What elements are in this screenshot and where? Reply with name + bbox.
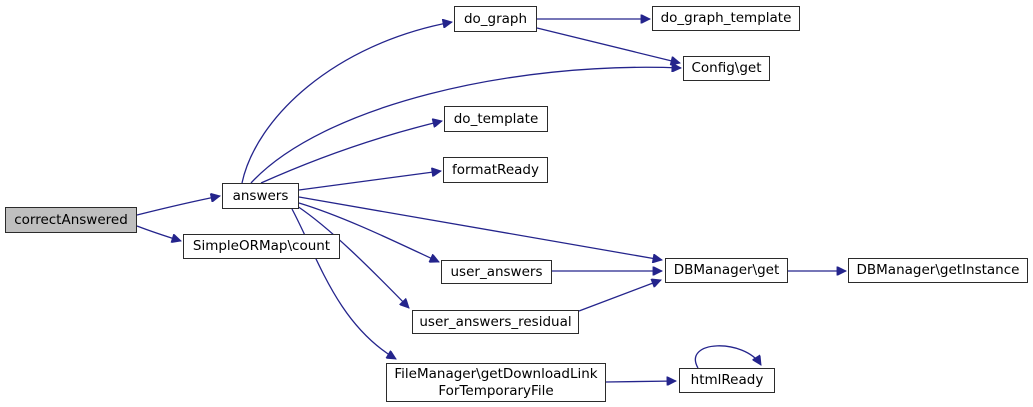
node-do_template[interactable]: do_template	[444, 106, 548, 132]
edge-do_graph-Config-get	[536, 27, 680, 63]
node-label: SimpleORMap\count	[192, 238, 331, 254]
edge-htmlReady-self-loop	[694, 345, 762, 369]
node-label: answers	[232, 187, 289, 204]
node-do_graph[interactable]: do_graph	[454, 6, 537, 32]
edge-answers-do_graph	[241, 22, 452, 184]
node-label: FileManager\getDownloadLink ForTemporary…	[394, 365, 598, 399]
edge-answers-user_answers_residual	[296, 205, 409, 308]
node-label: correctAnswered	[14, 211, 128, 228]
node-do_graph_template[interactable]: do_graph_template	[652, 6, 800, 31]
node-label: do_template	[453, 110, 539, 127]
edge-FileManager-htmlReady	[605, 381, 676, 382]
edge-answers-user_answers	[298, 202, 439, 262]
node-htmlReady[interactable]: htmlReady	[679, 368, 775, 393]
node-label: formatReady	[452, 161, 539, 178]
edge-answers-FileManager-getDownloadLinkForTemporaryFile	[291, 208, 396, 360]
node-answers[interactable]: answers	[222, 183, 299, 209]
node-label: user_answers	[450, 263, 543, 280]
edge-user_answers_residual-DBManager-get	[578, 280, 661, 312]
edge-correctAnswered-answers	[136, 196, 220, 216]
edge-correctAnswered-SimpleORMap-count	[136, 225, 181, 241]
node-DBManager-get[interactable]: DBManager\get	[665, 258, 788, 283]
node-correctAnswered: correctAnswered	[5, 207, 137, 233]
edge-answers-DBManager-get	[298, 196, 662, 260]
node-FileManager-getDownloadLinkForTemporaryFile[interactable]: FileManager\getDownloadLink ForTemporary…	[386, 363, 606, 402]
node-user_answers_residual[interactable]: user_answers_residual	[412, 310, 579, 334]
node-label: DBManager\get	[673, 262, 780, 278]
node-Config-get[interactable]: Config\get	[683, 56, 770, 81]
edge-answers-Config-get	[250, 67, 681, 184]
node-user_answers[interactable]: user_answers	[441, 260, 552, 284]
node-label: DBManager\getInstance	[856, 262, 1020, 278]
node-label: Config\get	[691, 60, 762, 76]
node-DBManager-getInstance[interactable]: DBManager\getInstance	[848, 258, 1028, 283]
node-label: htmlReady	[690, 372, 764, 388]
edge-answers-do_template	[260, 121, 442, 184]
edge-answers-formatReady	[298, 171, 441, 191]
node-label: user_answers_residual	[419, 313, 572, 330]
node-label: do_graph	[463, 10, 528, 27]
node-label: do_graph_template	[660, 10, 792, 26]
node-SimpleORMap-count[interactable]: SimpleORMap\count	[183, 234, 340, 259]
node-formatReady[interactable]: formatReady	[443, 157, 548, 183]
